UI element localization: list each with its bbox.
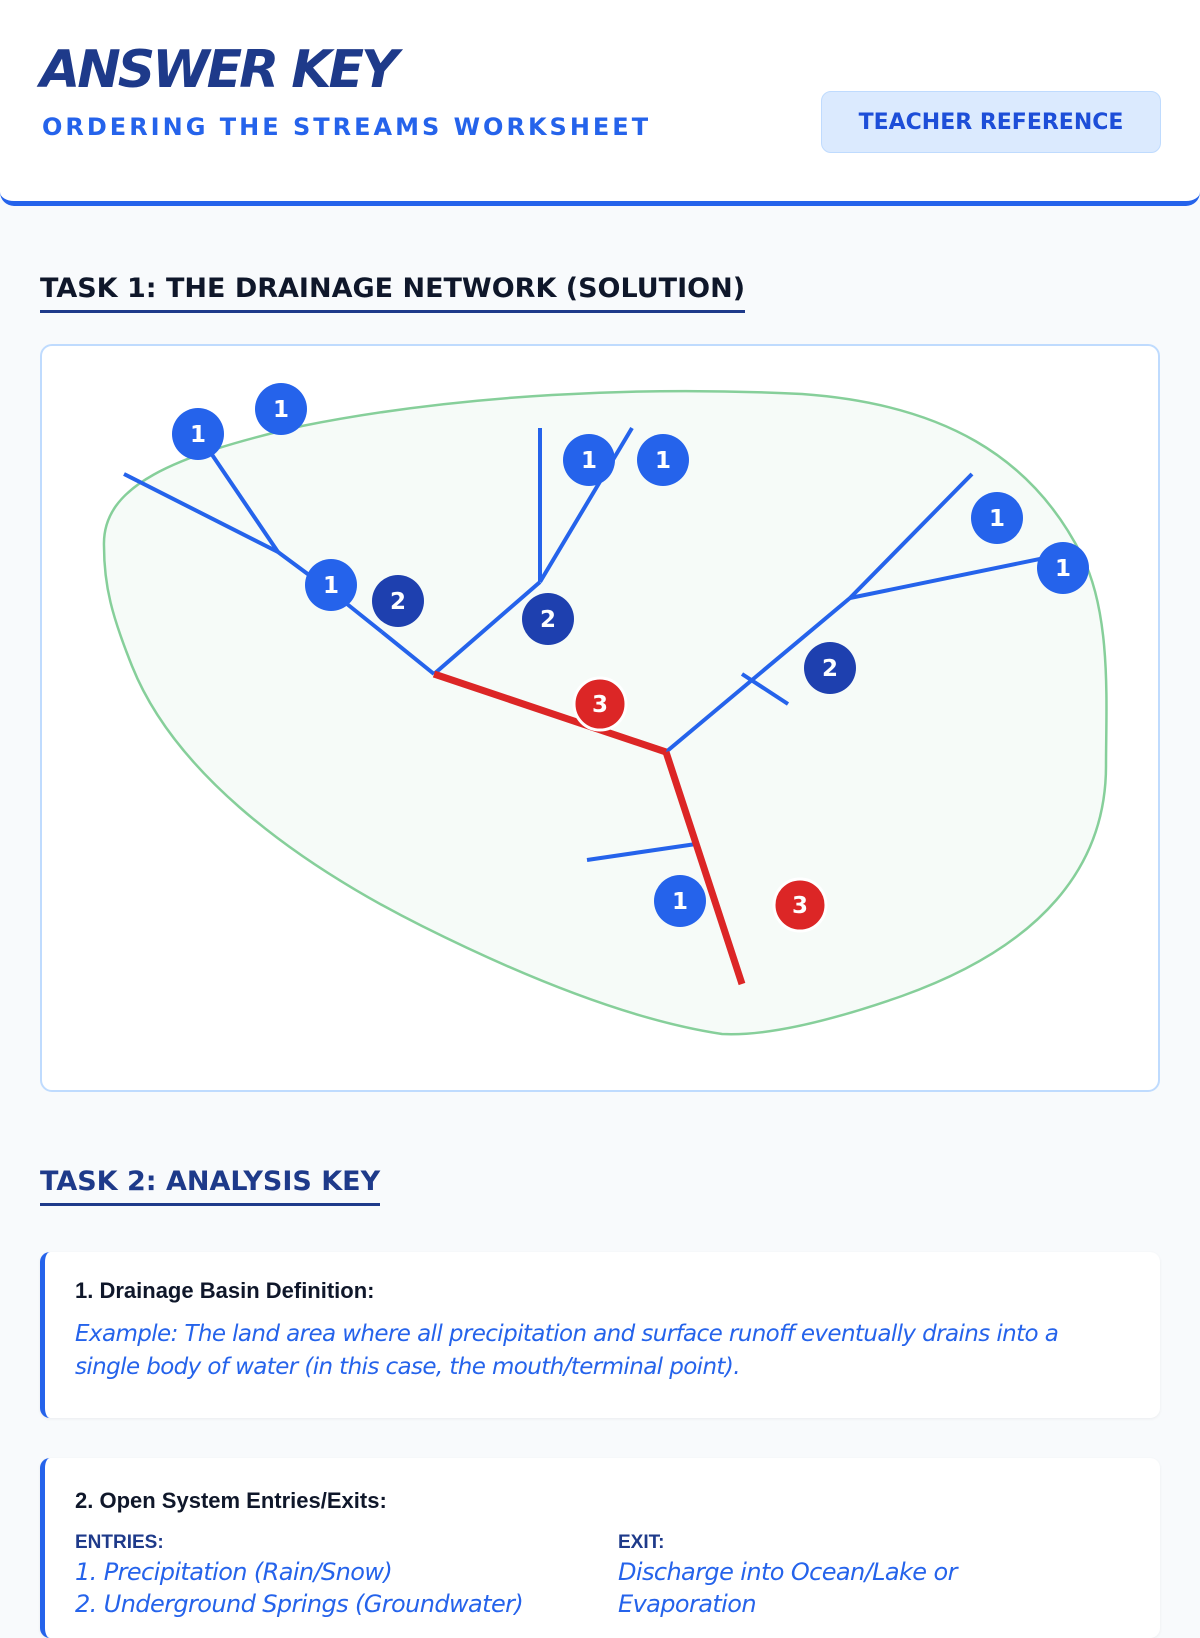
question-card-open-system: 2. Open System Entries/Exits: ENTRIES: 1… (40, 1458, 1160, 1638)
page-header: ANSWER KEY ORDERING THE STREAMS WORKSHEE… (0, 0, 1200, 206)
badge-circle (804, 642, 856, 694)
exit-item: Evaporation (618, 1590, 757, 1618)
badge-label: 1 (989, 506, 1005, 532)
stream-order-badge: 1 (1037, 542, 1089, 594)
stream-order-badge: 1 (563, 434, 615, 486)
stream-segment (740, 672, 790, 706)
badge-label: 3 (592, 692, 608, 718)
stream-order-badge: 2 (522, 593, 574, 645)
stream-order-badge: 1 (971, 492, 1023, 544)
page-title: ANSWER KEY (40, 40, 399, 100)
badge-label: 1 (655, 448, 671, 474)
entry-item: 1. Precipitation (Rain/Snow) (75, 1558, 393, 1586)
badge-label: 1 (581, 448, 597, 474)
stream-order-badge: 2 (804, 642, 856, 694)
badge-circle (563, 434, 615, 486)
stream-segment (586, 842, 697, 862)
question-card-drainage-basin: 1. Drainage Basin Definition: Example: T… (40, 1252, 1160, 1418)
exit-label: EXIT: (618, 1532, 665, 1553)
stream-segment (123, 472, 279, 554)
badge-circle (572, 676, 628, 732)
stream-segment (848, 472, 974, 600)
stream-order-badge: 2 (372, 575, 424, 627)
drainage-network-svg: 1 1 1 2 1 1 2 1 1 2 3 1 3 (102, 383, 1108, 1036)
badge-label: 3 (792, 893, 808, 919)
exit-item: Discharge into Ocean/Lake or (618, 1558, 957, 1586)
stream-segment-order-3 (662, 750, 746, 986)
stream-segment (849, 552, 1065, 600)
teacher-reference-badge: TEACHER REFERENCE (821, 91, 1161, 153)
stream-order-badge: 1 (305, 559, 357, 611)
stream-order-badge: 1 (172, 408, 224, 460)
task1-heading: TASK 1: THE DRAINAGE NETWORK (SOLUTION) (40, 272, 746, 313)
task2-heading: TASK 2: ANALYSIS KEY (40, 1165, 381, 1206)
badge-circle (654, 875, 706, 927)
stream-order-badge: 1 (255, 383, 307, 435)
page-subtitle: ORDERING THE STREAMS WORKSHEET (42, 113, 652, 141)
badge-label: 2 (540, 607, 556, 633)
stream-order-badge: 3 (772, 877, 828, 933)
stream-order-badge: 3 (572, 676, 628, 732)
question-label: 1. Drainage Basin Definition: (75, 1278, 375, 1303)
badge-label: 1 (1055, 556, 1071, 582)
badge-label: 1 (672, 889, 688, 915)
badge-circle (305, 559, 357, 611)
stream-segment (380, 630, 436, 676)
badge-circle (1037, 542, 1089, 594)
badge-circle (172, 408, 224, 460)
badge-circle (522, 593, 574, 645)
badge-label: 2 (822, 656, 838, 682)
badge-label: 1 (323, 573, 339, 599)
badge-circle (971, 492, 1023, 544)
stream-segment (432, 580, 542, 676)
stream-order-badge: 1 (637, 434, 689, 486)
drainage-network-diagram: 1 1 1 2 1 1 2 1 1 2 3 1 3 (40, 344, 1160, 1092)
answer-text: Example: The land area where all precipi… (75, 1321, 1059, 1380)
badge-circle (772, 877, 828, 933)
badge-circle (372, 575, 424, 627)
question-label: 2. Open System Entries/Exits: (75, 1488, 387, 1513)
badge-label: 2 (390, 589, 406, 615)
badge-circle (637, 434, 689, 486)
badge-label: 1 (273, 397, 289, 423)
stream-segment (538, 426, 634, 584)
entry-item: 2. Underground Springs (Groundwater) (75, 1590, 524, 1618)
entries-label: ENTRIES: (75, 1532, 164, 1553)
badge-label: 1 (190, 422, 206, 448)
stream-segment-order-3 (432, 670, 668, 756)
badge-circle (255, 383, 307, 435)
stream-order-badge: 1 (654, 875, 706, 927)
stream-segment (664, 596, 852, 754)
